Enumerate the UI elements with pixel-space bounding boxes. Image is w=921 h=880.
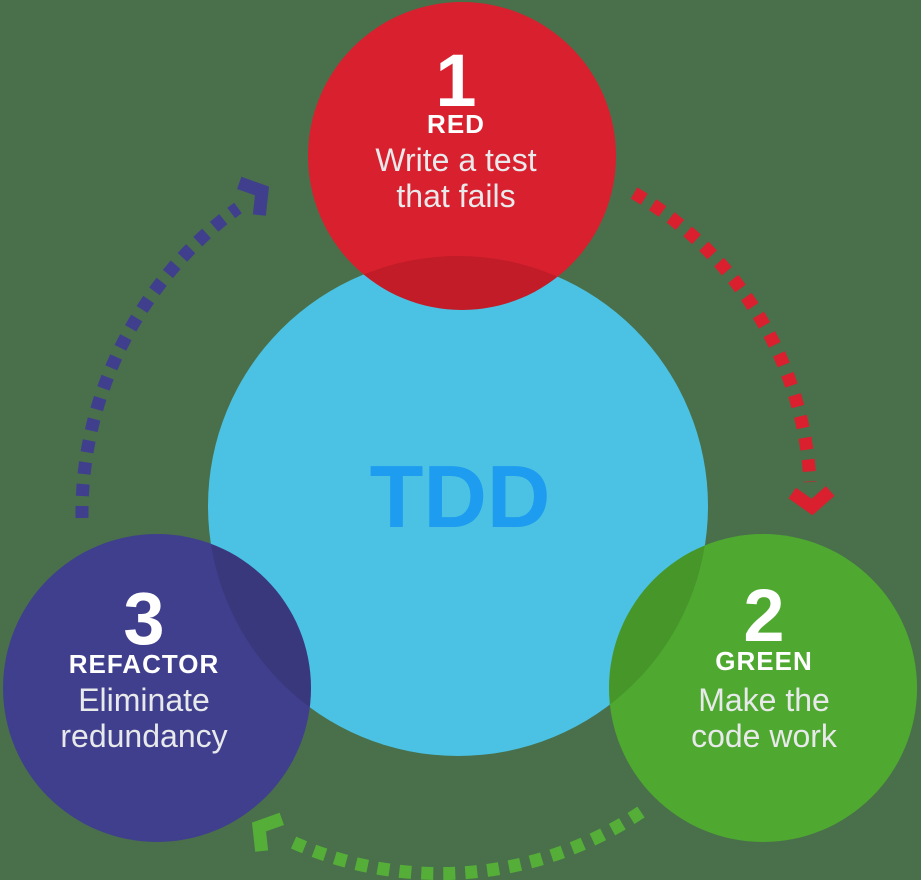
arrow-green-dotted-arc <box>285 806 645 880</box>
step-2-number: 2 <box>743 574 784 657</box>
step-2-subtitle-line2: code work <box>691 718 838 754</box>
arrow-blue-arrowhead-icon <box>237 176 270 216</box>
step-2-circle <box>609 534 917 842</box>
step-3-purple-circle-group: 3 REFACTOR Eliminate redundancy <box>3 534 311 842</box>
step-3-subtitle-line1: Eliminate <box>78 682 210 718</box>
center-circle <box>208 256 708 756</box>
step-3-label: REFACTOR <box>69 649 220 679</box>
step-3-subtitle-line2: redundancy <box>60 718 227 754</box>
step-1-red-circle-group: 1 RED Write a test that fails <box>308 2 616 310</box>
step-2-subtitle-line1: Make the <box>698 682 830 718</box>
step-2-green-circle-group: 2 GREEN Make the code work <box>609 534 917 842</box>
step-3-circle <box>3 534 311 842</box>
arrow-blue-dotted-arc <box>75 202 242 519</box>
step-3-overlap-shade <box>208 534 311 756</box>
step-1-number: 1 <box>435 39 476 122</box>
arrow-red-dotted-arc <box>630 187 817 483</box>
arrow-red-arrowhead-icon <box>788 486 835 516</box>
arrow-purple-to-red <box>75 176 270 519</box>
step-1-subtitle-line1: Write a test <box>375 142 536 178</box>
step-1-label: RED <box>427 109 485 139</box>
step-2-label: GREEN <box>715 646 812 676</box>
step-1-subtitle-line2: that fails <box>396 178 515 214</box>
arrow-green-to-purple <box>251 806 645 880</box>
step-1-circle <box>308 2 616 310</box>
arrow-red-to-green <box>630 187 835 516</box>
center-title: TDD <box>370 447 551 546</box>
step-3-number: 3 <box>123 577 164 660</box>
arrow-green-arrowhead-icon <box>251 812 284 852</box>
